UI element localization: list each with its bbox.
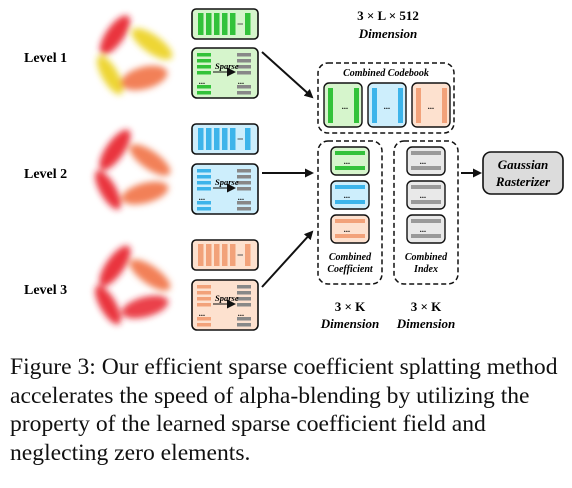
codebook-blue-block: ... bbox=[367, 82, 407, 128]
ellipsis-left: ... bbox=[199, 308, 205, 318]
ellipsis: ... bbox=[420, 156, 426, 166]
ellipsis-right: ... bbox=[238, 192, 244, 202]
ellipsis: ... bbox=[344, 156, 350, 166]
gaussian-blobs-level-2 bbox=[95, 129, 171, 210]
figure-caption: Figure 3: Our efficient sparse coefficie… bbox=[10, 354, 558, 466]
combined-coefficient-label-line2: Coefficient bbox=[327, 264, 374, 275]
codebook-orange-block: ... bbox=[411, 82, 451, 128]
level-1-label: Level 1 bbox=[24, 51, 67, 66]
ellipsis: ... bbox=[420, 224, 426, 234]
ellipsis-left: ... bbox=[199, 76, 205, 86]
level-1-codebook bbox=[191, 8, 259, 40]
level-2-label: Level 2 bbox=[24, 167, 67, 182]
level-3-label: Level 3 bbox=[24, 283, 67, 298]
combined-coefficient-box bbox=[317, 140, 383, 285]
coefficient-dimension-line1: 3 × K bbox=[335, 299, 366, 314]
combined-coefficient-label-line1: Combined bbox=[329, 252, 372, 263]
index-block-3: ... bbox=[406, 214, 446, 244]
ellipsis: ... bbox=[342, 101, 348, 111]
rasterizer-line2: Rasterizer bbox=[495, 174, 551, 189]
gaussian-rasterizer-box: Gaussian Rasterizer bbox=[482, 151, 564, 195]
combined-codebook-title: Combined Codebook bbox=[343, 68, 429, 79]
coefficient-dimension-line2: Dimension bbox=[320, 316, 380, 331]
level-2-sparse-coefficient: Sparse ... ... bbox=[191, 163, 259, 215]
gaussian-blobs-level-1 bbox=[97, 15, 173, 95]
ellipsis: ... bbox=[428, 101, 434, 111]
ellipsis: ... bbox=[420, 190, 426, 200]
codebook-dimension-line2: Dimension bbox=[358, 26, 418, 41]
arrow-level-1 bbox=[261, 51, 314, 99]
rasterizer-line1: Gaussian bbox=[498, 157, 549, 172]
level-1-sparse-coefficient: Sparse ... ... bbox=[191, 47, 259, 99]
coefficient-orange-block: ... bbox=[330, 214, 370, 244]
ellipsis-left: ... bbox=[199, 192, 205, 202]
ellipsis: ... bbox=[344, 190, 350, 200]
level-3-codebook bbox=[191, 239, 259, 271]
codebook-dimension-line1: 3 × L × 512 bbox=[357, 8, 419, 23]
combined-index-label-line1: Combined bbox=[405, 252, 448, 263]
index-block-2: ... bbox=[406, 180, 446, 210]
combined-codebook-box bbox=[317, 62, 455, 134]
ellipsis-right: ... bbox=[238, 76, 244, 86]
sparse-label: Sparse bbox=[215, 177, 239, 187]
combined-index-box bbox=[393, 140, 459, 285]
ellipsis-right: ... bbox=[238, 308, 244, 318]
coefficient-blue-block: ... bbox=[330, 180, 370, 210]
diagram-canvas: Level 1 Level 2 Level 3 bbox=[24, 8, 564, 331]
ellipsis: ... bbox=[344, 224, 350, 234]
index-dimension-line2: Dimension bbox=[396, 316, 456, 331]
sparse-label: Sparse bbox=[215, 61, 239, 71]
level-2-codebook bbox=[191, 123, 259, 155]
gaussian-blobs-level-3 bbox=[95, 245, 171, 325]
index-block-1: ... bbox=[406, 146, 446, 176]
index-dimension-line1: 3 × K bbox=[411, 299, 442, 314]
coefficient-green-block: ... bbox=[330, 146, 370, 176]
arrow-level-3 bbox=[261, 230, 314, 288]
level-3-sparse-coefficient: Sparse ... ... bbox=[191, 279, 259, 331]
sparse-label: Sparse bbox=[215, 293, 239, 303]
codebook-green-block: ... bbox=[323, 82, 363, 128]
ellipsis: ... bbox=[384, 101, 390, 111]
combined-index-label-line2: Index bbox=[413, 264, 438, 275]
